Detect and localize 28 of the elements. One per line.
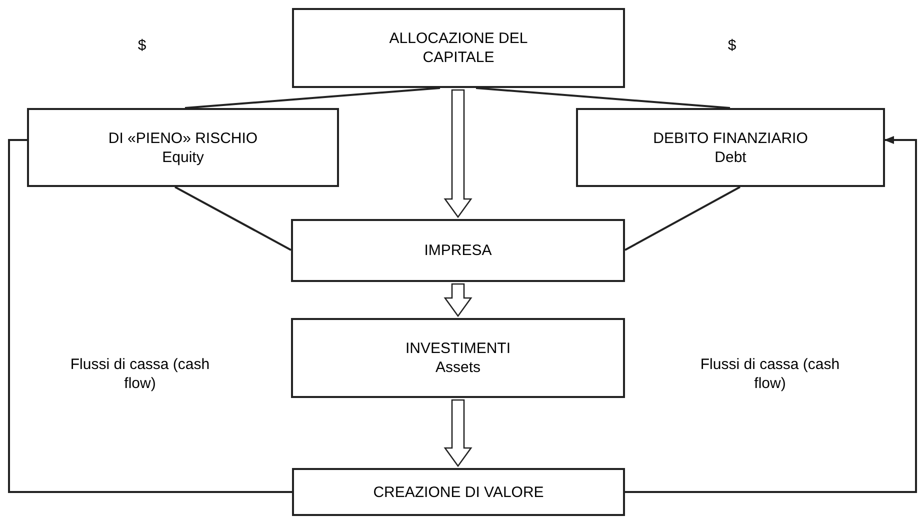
connector-line: [174, 186, 292, 251]
box-title: DEBITO FINANZIARIO: [653, 128, 808, 148]
box-title: INVESTIMENTI: [405, 339, 510, 358]
connector-line: [624, 186, 740, 251]
process-box: [27, 108, 339, 187]
box-title: IMPRESA: [424, 241, 492, 260]
process-box: [576, 108, 885, 187]
process-box: [292, 468, 625, 516]
annotation-text: $: [726, 36, 738, 55]
hollow-arrow: [444, 283, 472, 318]
box-subtitle: Assets: [435, 358, 480, 377]
annotation-text: Flussi di cassa (cash flow): [699, 355, 841, 393]
hollow-arrow: [444, 399, 472, 468]
box-title: CREAZIONE DI VALORE: [373, 482, 544, 502]
process-box: [291, 219, 625, 282]
box-title: ALLOCAZIONE DEL CAPITALE: [388, 29, 529, 67]
connector-line: [8, 139, 292, 493]
process-box: [291, 318, 625, 398]
annotation-text: Flussi di cassa (cash flow): [69, 355, 211, 393]
annotation-text: $: [136, 36, 148, 55]
connector-line: [476, 87, 730, 109]
box-subtitle: Debt: [714, 148, 746, 166]
hollow-arrow: [444, 89, 472, 218]
box-subtitle: Equity: [162, 148, 204, 166]
box-title: DI «PIENO» RISCHIO: [108, 128, 258, 148]
connector-line: [625, 136, 917, 493]
connector-line: [184, 87, 440, 109]
process-box: [292, 8, 625, 88]
